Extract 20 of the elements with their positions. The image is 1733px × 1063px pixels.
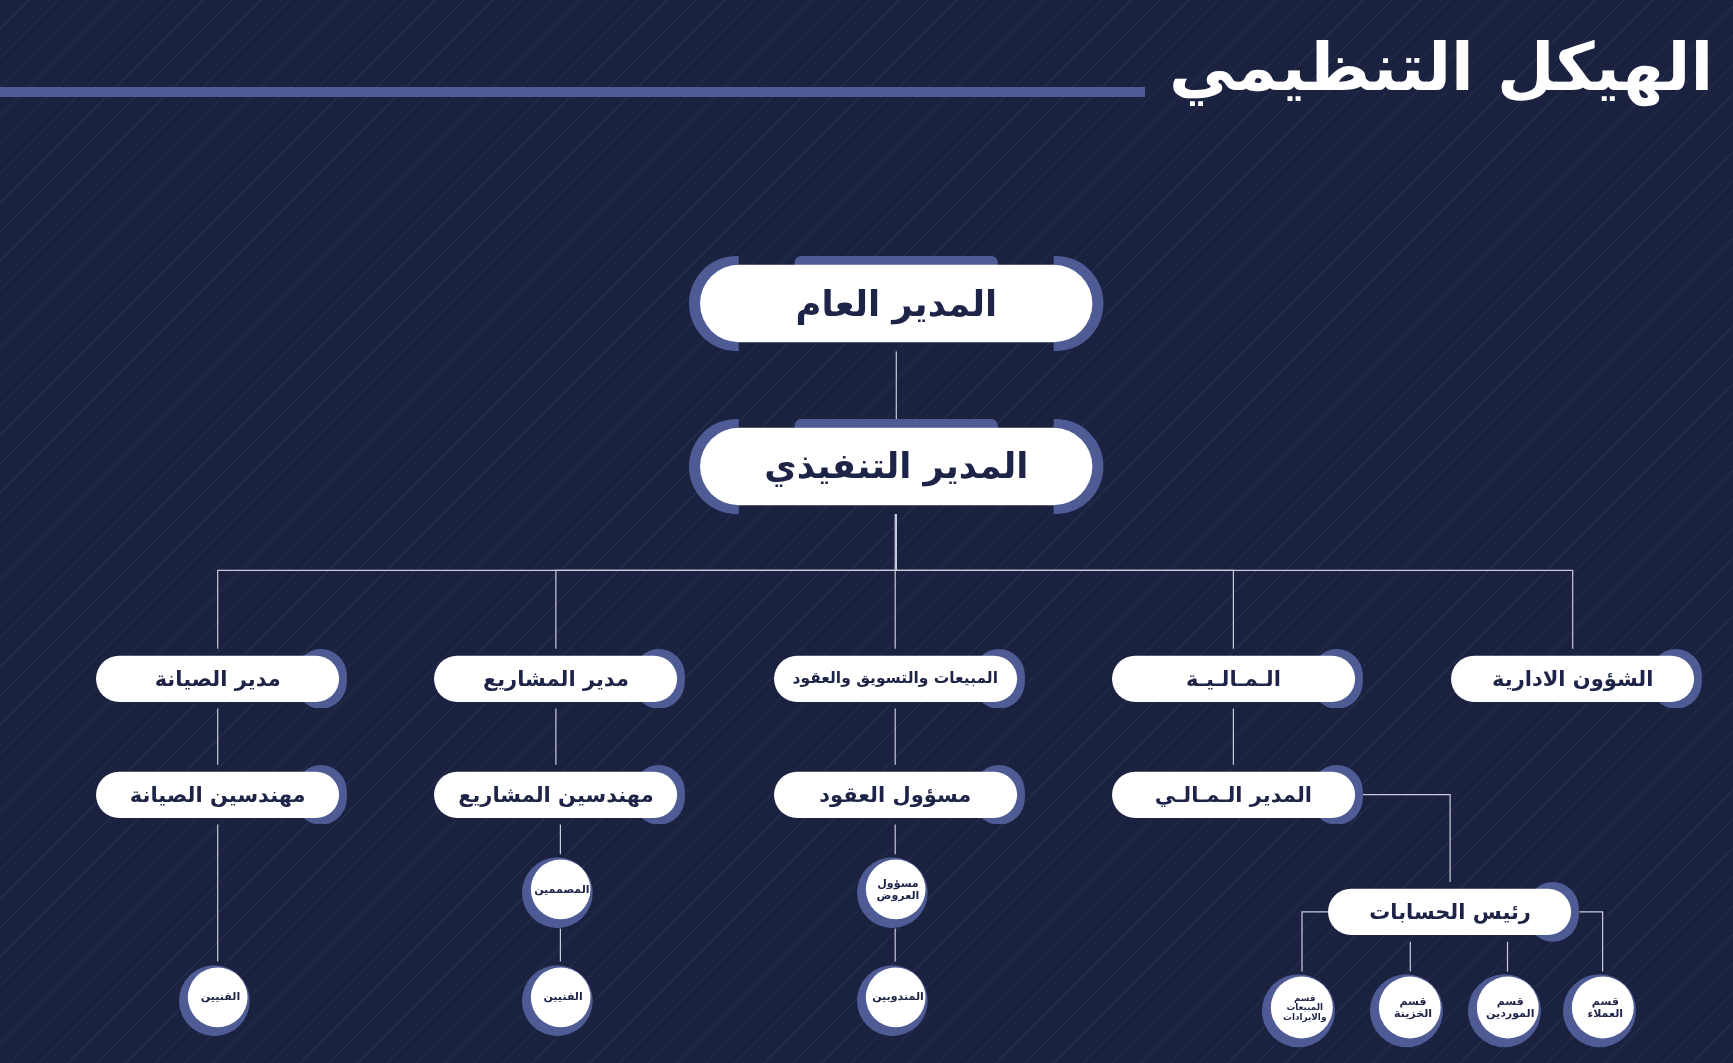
connector-line xyxy=(1362,794,1451,883)
connector-line xyxy=(217,707,219,766)
connector-line xyxy=(894,513,896,650)
connector-line xyxy=(555,707,557,766)
unit-circle: المصممين xyxy=(521,854,596,929)
unit-circle: مسؤول العروض xyxy=(856,854,931,929)
connector-line xyxy=(894,707,896,766)
connector-line xyxy=(1409,941,1411,973)
connector-line xyxy=(559,823,561,855)
connector-line xyxy=(217,823,219,963)
connector-line xyxy=(894,823,896,855)
connector-line xyxy=(894,927,896,963)
connector-line xyxy=(1578,911,1604,973)
connector-line xyxy=(895,513,1574,650)
connector-line xyxy=(1301,911,1330,973)
connector-line xyxy=(559,927,561,963)
connector-line xyxy=(1506,941,1509,973)
unit-circle: قسم الموردين xyxy=(1467,971,1544,1048)
connector-line xyxy=(895,350,897,420)
connector-line xyxy=(1232,707,1234,766)
